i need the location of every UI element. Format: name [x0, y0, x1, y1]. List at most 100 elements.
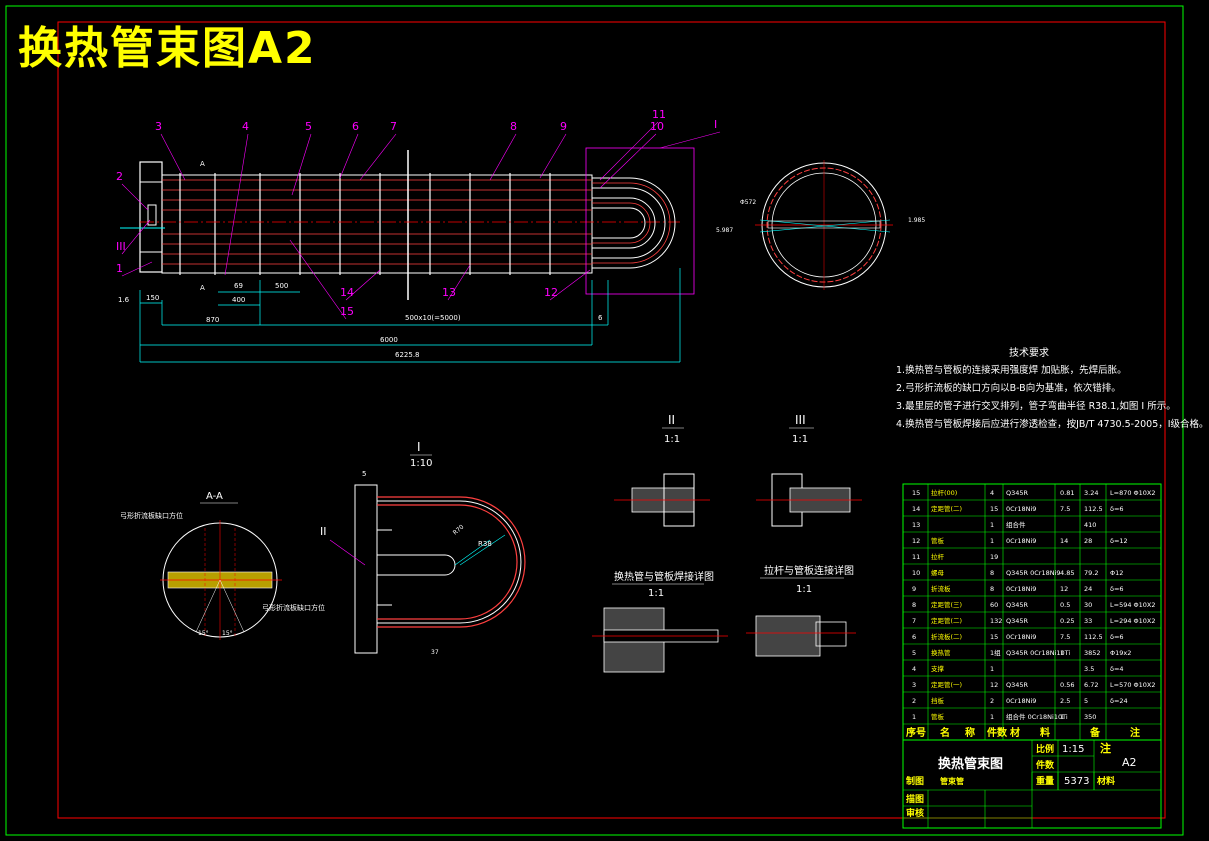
- bom-cell: 24: [1084, 585, 1092, 593]
- title-block-text: 件数: [1036, 759, 1055, 771]
- bom-cell: 0.81: [1060, 489, 1074, 497]
- bom-cell: 60: [990, 601, 998, 609]
- balloon-leader: [339, 133, 359, 179]
- bom-cell: 1: [1060, 713, 1064, 721]
- bom-cell: 3.5: [1084, 665, 1094, 673]
- balloon-leader: [121, 219, 151, 255]
- main-view: [120, 147, 695, 300]
- bom-cell: 定距管(二): [931, 504, 962, 513]
- tech-req-line-3: 3.最里层的管子进行交叉排列，管子弯曲半径 R38.1,如图 I 所示。: [896, 401, 1176, 412]
- bom-cell: 0.25: [1060, 617, 1074, 625]
- weld-detail-tube-scale: 1:1: [648, 588, 664, 599]
- bom-cell: 折流板(二): [931, 632, 962, 641]
- bom-header: 料: [1040, 726, 1050, 739]
- title-block-text: 制图: [906, 775, 924, 787]
- balloon-leader: [659, 131, 721, 149]
- part-balloon: 10: [650, 120, 664, 133]
- bom-cell: 112.5: [1084, 505, 1103, 513]
- title-block-text: 重量: [1036, 775, 1054, 787]
- weld-detail-rod-scale: 1:1: [796, 584, 812, 595]
- bom-cell: 支撑: [931, 664, 945, 673]
- bom-cell: 拉杆: [931, 552, 945, 561]
- bom-cell: 10: [912, 569, 920, 577]
- section-marker-a-bottom: A: [200, 284, 205, 292]
- balloon-leader: [539, 133, 567, 179]
- detail-i-radius: R38: [478, 540, 492, 548]
- dim-870: 870: [206, 316, 219, 324]
- bom-cell: 0Cr18Ni9: [1006, 633, 1036, 641]
- balloon-leader: [599, 121, 659, 181]
- weld-detail-tube-title: 换热管与管板焊接详图: [614, 570, 714, 583]
- part-balloon: 11: [652, 108, 666, 121]
- bom-header: 注: [1130, 726, 1140, 739]
- bom-cell: L=570 Φ10X2: [1110, 681, 1156, 689]
- balloon-leader: [345, 269, 381, 301]
- detail-iii-roman: III: [795, 413, 806, 427]
- detail-i-roman: I: [417, 440, 421, 454]
- bom-cell: 7.5: [1060, 505, 1070, 513]
- bom-header: 件数: [987, 726, 1008, 739]
- bom-cell: 1: [1060, 649, 1064, 657]
- dim-6: 6: [598, 314, 603, 322]
- detail-iii-scale: 1:1: [792, 434, 808, 445]
- bom-cell: 350: [1084, 713, 1096, 721]
- bom-cell: 132: [990, 617, 1002, 625]
- weld-detail-tube: 换热管与管板焊接详图 1:1: [592, 570, 728, 673]
- bom-cell: 3852: [1084, 649, 1101, 657]
- bom-cell: δ=4: [1110, 665, 1124, 673]
- balloon-leader: [121, 183, 149, 211]
- bom-cell: 15: [912, 489, 920, 497]
- bom-cell: 挡板: [931, 696, 945, 705]
- section-a-a: A-A 弓形折流板缺口方位 弓形折流板缺口方位 15° 15°: [120, 491, 325, 640]
- detail-i-dim-37: 37: [431, 649, 439, 656]
- bom-cell: 0.56: [1060, 681, 1074, 689]
- part-balloon: 1: [116, 262, 123, 275]
- bom-cell: 112.5: [1084, 633, 1103, 641]
- bom-cell: 组合件: [1006, 520, 1026, 529]
- bom-cell: 8: [990, 569, 994, 577]
- part-balloon: 14: [340, 286, 354, 299]
- bom-cell: 4: [990, 489, 994, 497]
- balloon-leader: [291, 133, 312, 196]
- svg-text:5.987: 5.987: [716, 227, 733, 234]
- bom-cell: 30: [1084, 601, 1092, 609]
- balloon-leader: [224, 133, 249, 276]
- bom-cell: 0Cr18Ni9: [1006, 537, 1036, 545]
- bom-cell: 定距管(一): [931, 680, 962, 689]
- part-balloon: 8: [510, 120, 517, 133]
- dim-69: 69: [234, 282, 243, 290]
- bom-cell: Φ19x2: [1110, 649, 1131, 657]
- bom-cell: 19: [990, 553, 998, 561]
- bom-cell: 0Cr18Ni9: [1006, 505, 1036, 513]
- bom-cell: 8: [990, 585, 994, 593]
- dim-400: 400: [232, 296, 245, 304]
- bom-cell: 4: [912, 665, 916, 673]
- bom-cell: Q345R 0Cr18Ni9: [1006, 569, 1061, 577]
- svg-text:Φ572: Φ572: [740, 199, 756, 206]
- bom-cell: 15: [990, 505, 998, 513]
- bom-cell: 组合件 0Cr18Ni10Ti: [1006, 712, 1068, 721]
- balloon-leader: [599, 133, 657, 189]
- tech-req-line-1: 1.换热管与管板的连接采用强度焊 加贴胀，先焊后胀。: [896, 365, 1127, 376]
- detail-ii-scale: 1:1: [664, 434, 680, 445]
- title-block-text: 描图: [906, 793, 924, 805]
- dim-1-6: 1.6: [118, 296, 130, 304]
- main-dim-text: 150 400 69 500 870 500x10(=5000) 6000 6 …: [118, 160, 603, 359]
- bom-cell: Q345R: [1006, 681, 1029, 689]
- detail-i: I 1:10 R38 R70 5 II 37: [320, 440, 526, 656]
- part-balloon: 2: [116, 170, 123, 183]
- bom-cell: Φ12: [1110, 569, 1123, 577]
- bom-cell: 12: [990, 681, 998, 689]
- bom-cell: 1: [912, 713, 916, 721]
- detail-iii: III 1:1: [756, 413, 862, 527]
- bom-cell: 3.24: [1084, 489, 1098, 497]
- part-balloon: III: [116, 240, 126, 253]
- bom-header: 材: [1010, 726, 1020, 739]
- part-balloon: 5: [305, 120, 312, 133]
- detail-i-scale: 1:10: [410, 458, 432, 469]
- end-view: Φ572 5.987 1.985: [716, 160, 925, 290]
- title-block-text: 换热管束图: [938, 756, 1003, 772]
- svg-text:1.985: 1.985: [908, 217, 925, 224]
- title-block-text: 审核: [906, 807, 924, 819]
- detail-ii: II 1:1: [614, 413, 710, 527]
